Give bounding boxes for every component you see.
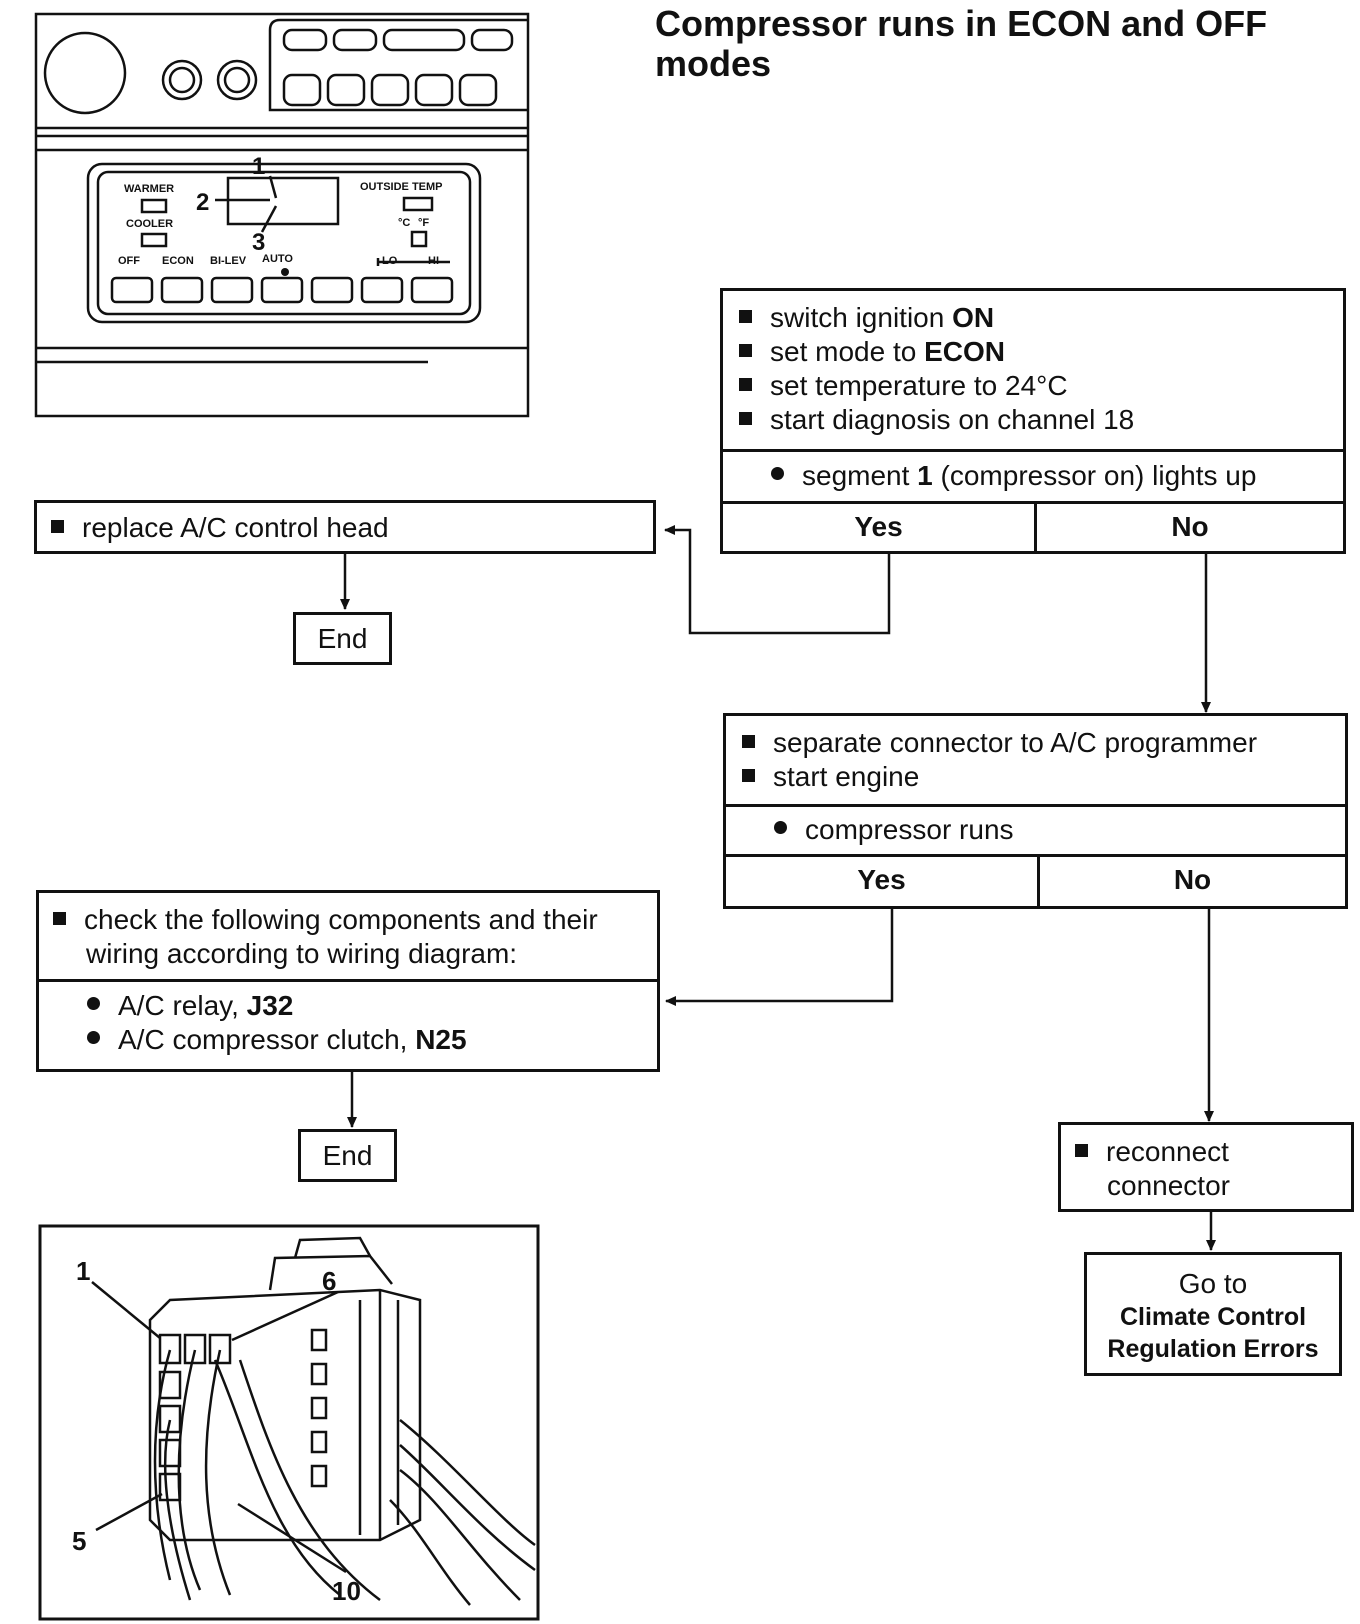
goto-line-3: Regulation Errors	[1107, 1335, 1319, 1363]
panel-label-bilev: BI-LEV	[210, 255, 247, 267]
yes1-arrow	[664, 525, 891, 635]
reconnect-line-2: connector	[1107, 1170, 1230, 1201]
connector-callout-6: 6	[322, 1266, 336, 1296]
panel-label-outside-temp: OUTSIDE TEMP	[360, 181, 443, 193]
panel-label-cooler: COOLER	[126, 218, 173, 230]
connector-callout-10: 10	[332, 1576, 361, 1606]
page-title: Compressor runs in ECON and OFF modes	[655, 3, 1268, 84]
reconnect-connector-box: reconnect connector	[1058, 1122, 1354, 1212]
replace-text: replace A/C control head	[51, 511, 653, 545]
step2-action-1: separate connector to A/C programmer	[742, 726, 1345, 760]
panel-label-lo: LO	[382, 255, 398, 267]
step1-check: segment 1 (compressor on) lights up	[771, 459, 1343, 493]
step1-yes: Yes	[854, 511, 903, 542]
check-components-box: check the following components and their…	[36, 890, 660, 1072]
step1-box: switch ignition ON set mode to ECON set …	[720, 288, 1346, 554]
goto-line-1: Go to	[1178, 1268, 1248, 1299]
step2-box: separate connector to A/C programmer sta…	[723, 713, 1348, 909]
panel-label-off: OFF	[118, 255, 140, 267]
check-item-1: A/C relay, J32	[87, 989, 657, 1023]
panel-label-celsius: °C	[398, 217, 410, 229]
end-label-2: End	[322, 1140, 373, 1171]
panel-callout-2: 2	[196, 189, 209, 216]
step2-yes: Yes	[857, 864, 906, 895]
yes2-arrow	[665, 908, 894, 1006]
step1-action-2: set mode to ECON	[739, 335, 1343, 369]
step1-no: No	[1171, 511, 1209, 542]
connector-callout-1: 1	[76, 1256, 90, 1286]
end-box-2: End	[298, 1129, 397, 1182]
step2-no: No	[1173, 864, 1212, 895]
check-line-2: wiring according to wiring diagram:	[86, 938, 518, 969]
check-item-2: A/C compressor clutch, N25	[87, 1023, 657, 1057]
connector-callout-5: 5	[72, 1526, 86, 1556]
end-box-1: End	[293, 612, 392, 665]
goto-box: Go to Climate Control Regulation Errors	[1084, 1252, 1342, 1376]
goto-line-2: Climate Control	[1119, 1303, 1307, 1331]
panel-label-warmer: WARMER	[124, 183, 174, 195]
step1-action-1: switch ignition ON	[739, 301, 1343, 335]
step1-action-4: start diagnosis on channel 18	[739, 403, 1343, 437]
reconnect-line-1: reconnect	[1075, 1135, 1351, 1169]
check-line-1: check the following components and their	[53, 903, 657, 937]
step2-action-2: start engine	[742, 760, 1345, 794]
panel-callout-1: 1	[252, 153, 265, 180]
replace-control-head-box: replace A/C control head	[34, 500, 656, 554]
step2-check: compressor runs	[774, 813, 1345, 847]
end-label-1: End	[317, 623, 368, 654]
step1-action-3: set temperature to 24°C	[739, 369, 1343, 403]
panel-label-fahrenheit: °F	[418, 217, 429, 229]
panel-callout-3: 3	[252, 229, 265, 256]
panel-label-hi: HI	[428, 255, 439, 267]
knob-icon	[43, 31, 127, 115]
panel-label-econ: ECON	[162, 255, 194, 267]
panel-label-auto: AUTO	[262, 253, 293, 265]
